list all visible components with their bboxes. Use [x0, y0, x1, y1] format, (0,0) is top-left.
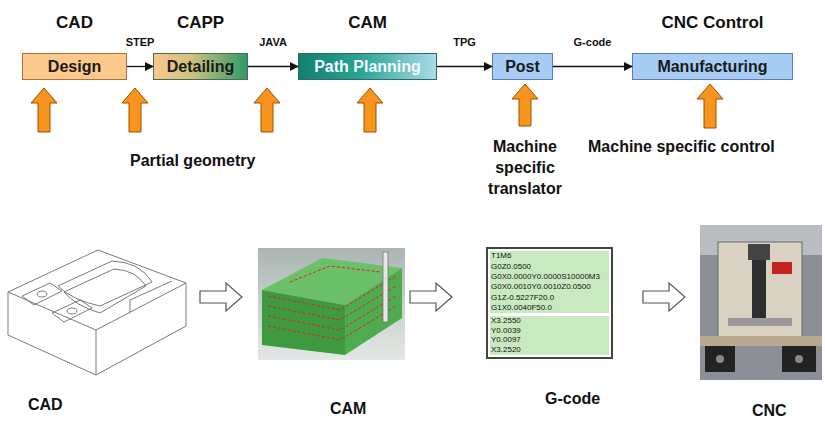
gcode-line: Y0.0039 [491, 326, 611, 336]
annotation: Partial geometry [130, 152, 290, 170]
cam-background [258, 248, 405, 360]
part-tab [22, 283, 62, 305]
part-edge [96, 330, 97, 375]
gcode-line: Y0.0097 [491, 335, 611, 345]
part-top-face [8, 250, 186, 330]
spindle-column [752, 250, 766, 322]
flow-connector [437, 66, 492, 67]
photo-background [700, 225, 822, 380]
gcode-line: X3.2550 [491, 316, 611, 326]
annotation: Machine specific control [588, 138, 818, 156]
part-step [130, 281, 172, 300]
box-label: Path Planning [314, 58, 421, 76]
annotation: Machine specific translator [480, 136, 570, 199]
caption: CAM [330, 400, 390, 418]
gcode-line: G1Z-0.5227F20.0 [491, 293, 611, 303]
part-pocket-floor [64, 269, 146, 313]
flow-arrow [643, 283, 685, 311]
box-label: Post [505, 58, 540, 76]
caption: CNC [752, 402, 812, 420]
box-label: Manufacturing [657, 58, 767, 76]
input-arrow [254, 88, 280, 132]
input-arrow [512, 84, 538, 126]
process-box: CAPPDetailing [153, 53, 248, 80]
process-box: CAMPath Planning [298, 53, 437, 80]
input-arrows [31, 84, 723, 132]
cnc-photo [700, 225, 822, 380]
gcode-panel [487, 248, 612, 358]
flow-connector [127, 66, 153, 67]
stage-heading: CAPP [177, 13, 224, 33]
base-plate [700, 336, 822, 346]
cam-screenshot [258, 248, 405, 360]
gcode-line: G0Z0.0500 [491, 262, 611, 272]
motor-shaft [716, 355, 724, 363]
flow-arrow [200, 283, 242, 311]
input-arrow [122, 88, 148, 132]
format-label: G-code [574, 36, 612, 48]
process-box: CNC ControlManufacturing [632, 53, 793, 80]
part-step [130, 300, 131, 312]
stepper-motor [782, 346, 816, 372]
box-label: Detailing [167, 58, 235, 76]
toolpath-line [290, 266, 380, 282]
toolpath-line [268, 286, 396, 320]
box-label: Design [48, 58, 101, 76]
cutting-tool [383, 252, 388, 322]
cad-wireframe [8, 250, 186, 375]
toolpath-line [268, 296, 396, 330]
input-arrow [31, 88, 57, 132]
caption: G-code [545, 390, 625, 408]
mount-hole [67, 308, 77, 314]
toolpath-line [268, 306, 396, 340]
toolpath [268, 266, 396, 340]
stage-heading: CAM [348, 13, 387, 33]
caption: CAD [28, 396, 88, 414]
gcode-line: X3.2520 [491, 345, 611, 355]
gcode-line: G1X0.0040F50.0 [491, 303, 611, 313]
flow-arrows [200, 283, 685, 311]
stage-heading: CAD [56, 13, 93, 33]
stage-heading: CNC Control [662, 13, 764, 33]
format-label: TPG [453, 36, 476, 48]
gcode-line: T1M6 [491, 251, 611, 261]
part-edges [8, 283, 186, 375]
process-box: Post [492, 53, 553, 80]
process-box: CADDesign [22, 53, 127, 80]
format-label: STEP [126, 36, 155, 48]
format-label: JAVA [259, 36, 287, 48]
input-arrow [697, 84, 723, 128]
gcode-line: G0X0.0010Y0.0010Z0.0500 [491, 282, 611, 292]
part-tab [52, 300, 92, 322]
spindle-motor [748, 244, 770, 260]
toolpath-line [268, 276, 396, 310]
stepper-motor [705, 346, 735, 372]
machine-frame [718, 242, 802, 338]
gcode-frame [487, 248, 612, 358]
flow-connector [553, 66, 632, 67]
gcode-line: G0X0.0000Y0.0000S10000M3 [491, 272, 611, 282]
motor-shaft [795, 355, 803, 363]
flow-connector [248, 66, 298, 67]
flow-arrow [410, 283, 452, 311]
input-arrow [357, 88, 383, 132]
warning-tag [772, 262, 792, 274]
mount-hole [37, 291, 47, 297]
table [728, 318, 792, 326]
stock-side [345, 268, 402, 355]
